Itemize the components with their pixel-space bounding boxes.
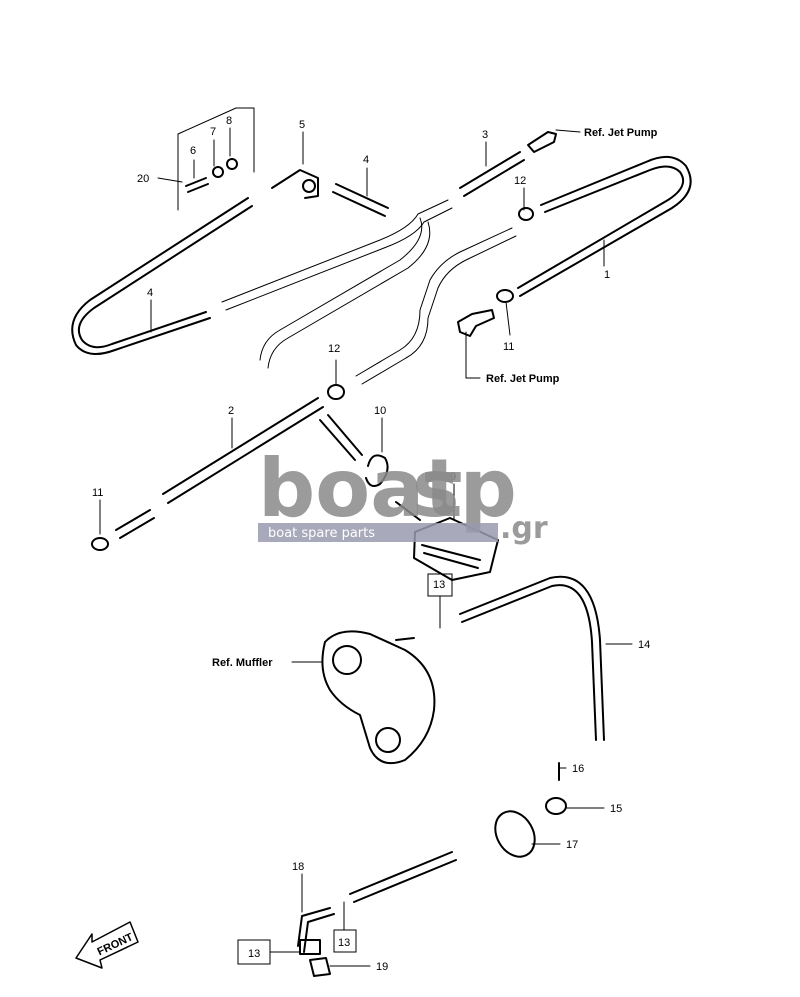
hose-4-short bbox=[332, 183, 389, 217]
callout-16: 16 bbox=[572, 763, 584, 775]
clamp-11-left bbox=[91, 537, 109, 551]
callout-4a: 4 bbox=[363, 154, 369, 166]
muffler bbox=[321, 630, 436, 764]
bolt-6 bbox=[185, 177, 209, 193]
nut-8 bbox=[226, 158, 238, 170]
clamp-12-mid bbox=[327, 384, 345, 400]
knob-19 bbox=[309, 957, 331, 977]
ref-muffler: Ref. Muffler bbox=[212, 657, 273, 669]
callout-15: 15 bbox=[610, 803, 622, 815]
callout-13b: 13 bbox=[338, 937, 350, 949]
callout-14: 14 bbox=[638, 639, 650, 651]
ref-jet-pump-top: Ref. Jet Pump bbox=[584, 127, 658, 139]
clamp-11-mid bbox=[496, 289, 514, 303]
callout-3: 3 bbox=[482, 129, 488, 141]
callout-4b: 4 bbox=[147, 287, 153, 299]
callout-20: 20 bbox=[137, 173, 149, 185]
hose-1 bbox=[517, 155, 692, 297]
hose-4-loop bbox=[71, 197, 253, 355]
callout-labels: 1 2 3 4 4 5 6 7 8 9 10 11 11 12 12 13 13… bbox=[92, 115, 650, 973]
group-bracket-20 bbox=[177, 107, 255, 211]
hose-3 bbox=[459, 151, 525, 197]
callout-1: 1 bbox=[604, 269, 610, 281]
callout-7: 7 bbox=[210, 126, 216, 138]
callout-10: 10 bbox=[374, 405, 386, 417]
fuel-cock-18 bbox=[297, 907, 335, 955]
callout-13a: 13 bbox=[433, 579, 445, 591]
callout-6: 6 bbox=[190, 145, 196, 157]
callout-13c: 13 bbox=[248, 948, 260, 960]
hose-connectors bbox=[221, 199, 517, 385]
fitting-jet-pump-mid bbox=[457, 309, 495, 337]
callout-19: 19 bbox=[376, 961, 388, 973]
watermark-suffix: .gr bbox=[500, 511, 548, 546]
ref-jet-pump-mid: Ref. Jet Pump bbox=[486, 373, 560, 385]
callout-2: 2 bbox=[228, 405, 234, 417]
callout-12b: 12 bbox=[328, 343, 340, 355]
callout-12a: 12 bbox=[514, 175, 526, 187]
fitting-5 bbox=[271, 169, 319, 199]
callout-11b: 11 bbox=[503, 341, 514, 353]
callout-9: 9 bbox=[450, 471, 456, 483]
leader-lines bbox=[99, 127, 633, 967]
callout-18: 18 bbox=[292, 861, 304, 873]
callout-5: 5 bbox=[299, 119, 305, 131]
hose-14 bbox=[459, 575, 605, 741]
front-arrow-icon bbox=[75, 921, 139, 969]
fitting-jet-pump-top bbox=[527, 131, 557, 153]
clamp-12-top bbox=[518, 207, 534, 221]
front-arrow-label: FRONT bbox=[96, 931, 136, 958]
watermark-logo: boat sp .gr boat spare parts bbox=[258, 442, 548, 546]
callout-11a: 11 bbox=[92, 487, 103, 499]
washer-7 bbox=[212, 166, 224, 178]
callout-boxes bbox=[237, 573, 453, 965]
clamp-15 bbox=[545, 797, 567, 815]
callout-8: 8 bbox=[226, 115, 232, 127]
callout-17: 17 bbox=[566, 839, 578, 851]
valve-block-9 bbox=[395, 501, 499, 581]
watermark-brand-right: sp bbox=[412, 442, 517, 535]
hose-2 bbox=[115, 397, 363, 539]
ring-clamp-17 bbox=[494, 810, 536, 858]
clamp-10 bbox=[365, 454, 389, 487]
hose-lower bbox=[349, 851, 457, 903]
watermark-brand-left: boat bbox=[258, 442, 462, 535]
watermark-tagline: boat spare parts bbox=[268, 526, 375, 541]
